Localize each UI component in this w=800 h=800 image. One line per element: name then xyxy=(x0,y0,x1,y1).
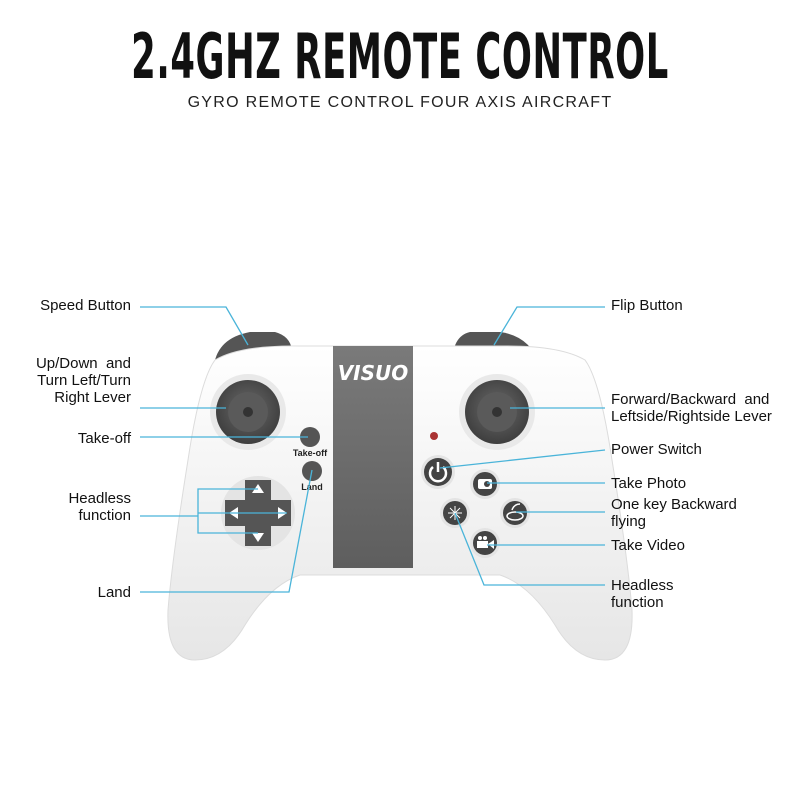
page-subtitle: GYRO REMOTE CONTROL FOUR AXIS AIRCRAFT xyxy=(187,94,613,111)
center-panel xyxy=(333,346,413,568)
video-camera-icon xyxy=(477,536,494,549)
page-title: 2.4GHZ REMOTE CONTROL xyxy=(131,20,669,93)
callout-headless-right: Headless function xyxy=(611,577,674,611)
callout-one-key-backward: One key Backward flying xyxy=(611,496,737,530)
callout-flip-button: Flip Button xyxy=(611,297,683,314)
leader-lines xyxy=(140,306,606,593)
callout-land: Land xyxy=(97,584,131,601)
return-icon xyxy=(506,503,524,521)
power-icon xyxy=(428,462,448,483)
callout-speed-button: Speed Button xyxy=(40,297,131,314)
callout-take-photo: Take Photo xyxy=(611,475,687,492)
takeoff-button xyxy=(300,427,320,447)
callout-left-lever: Up/Down and Turn Left/Turn Right Lever xyxy=(35,355,131,406)
power-led xyxy=(430,432,438,440)
takeoff-device-label: Take-off xyxy=(293,448,328,458)
arrow-down-icon xyxy=(252,533,264,542)
callout-headless-left: Headless function xyxy=(68,490,131,524)
callout-power-switch: Power Switch xyxy=(611,441,702,458)
brand-logo: VISUO xyxy=(338,361,409,385)
callout-right-lever: Forward/Backward and Leftside/Rightside … xyxy=(611,391,772,425)
callout-takeoff: Take-off xyxy=(77,430,131,447)
land-device-label: Land xyxy=(301,482,323,492)
camera-icon xyxy=(478,479,492,489)
callout-take-video: Take Video xyxy=(611,537,685,554)
